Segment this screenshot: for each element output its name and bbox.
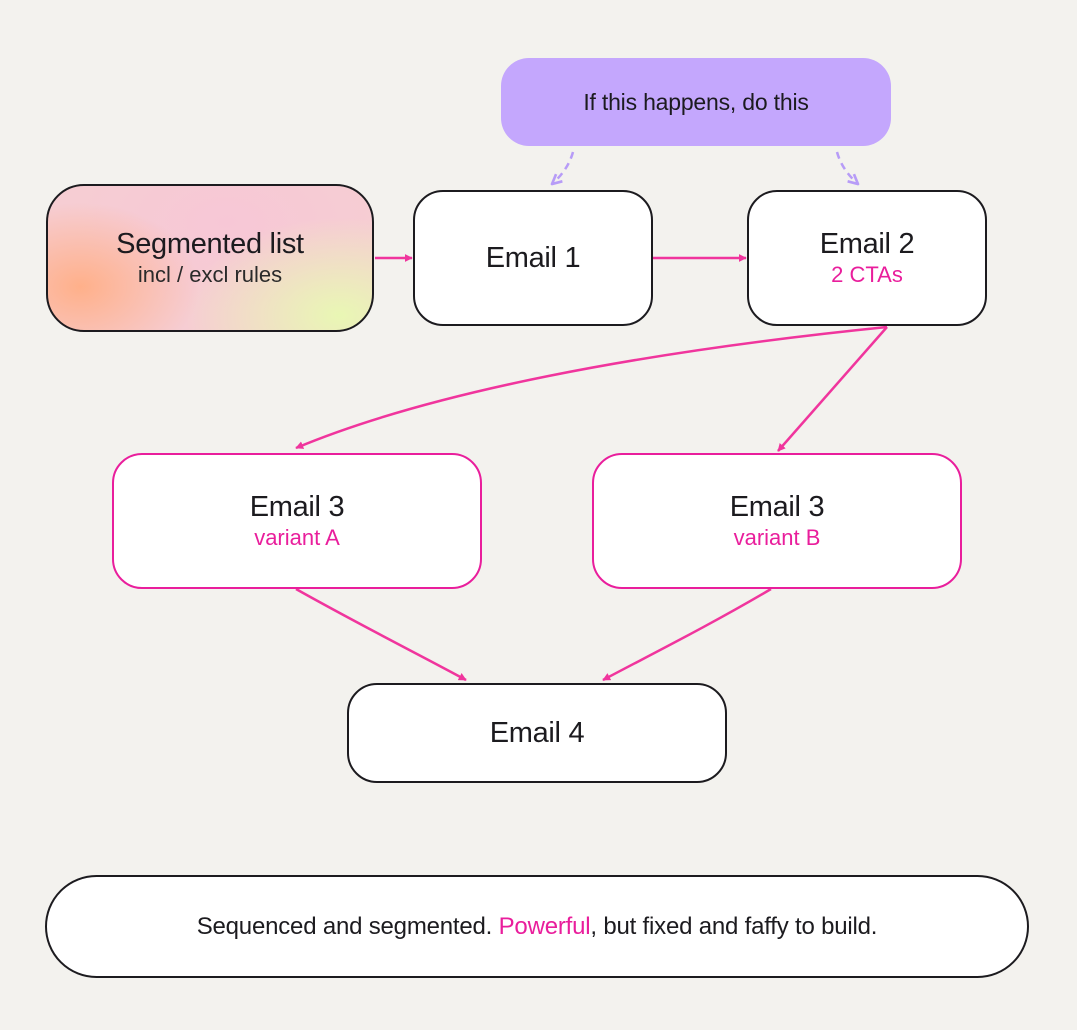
email-1-title: Email 1 [485,242,581,274]
email-4-node: Email 4 [347,683,727,783]
email-3a-node: Email 3 variant A [112,453,482,589]
caption-box: Sequenced and segmented. Powerful, but f… [45,875,1029,978]
email-2-title: Email 2 [819,228,915,260]
segmented-list-subtitle: incl / excl rules [137,262,283,287]
email-2-subtitle: 2 CTAs [831,262,903,287]
arrow-trigger-to-email1 [552,151,575,184]
caption-text: Sequenced and segmented. Powerful, but f… [197,913,878,941]
email-3a-subtitle: variant A [254,525,340,550]
email-3b-subtitle: variant B [733,525,821,550]
trigger-condition-box: If this happens, do this [501,58,891,146]
arrow-email3b-to-email4 [602,587,772,682]
segmented-list-title: Segmented list [116,228,304,260]
segmented-list-node: Segmented list incl / excl rules [46,184,374,332]
email-4-title: Email 4 [489,717,585,749]
caption-text-start: Sequenced and segmented. [196,912,499,940]
trigger-label: If this happens, do this [583,88,809,115]
arrow-email3a-to-email4 [295,587,467,682]
email-3b-node: Email 3 variant B [592,453,962,589]
arrow-trigger-to-email2 [835,151,858,184]
arrow-email2-to-email3a [295,325,888,450]
email-3a-title: Email 3 [249,491,345,523]
arrow-email2-to-email3b [777,326,888,452]
caption-text-end: , but fixed and faffy to build. [590,912,878,940]
caption-highlight: Powerful [498,912,591,940]
email-1-node: Email 1 [413,190,653,326]
email-2-node: Email 2 2 CTAs [747,190,987,326]
email-3b-title: Email 3 [729,491,825,523]
